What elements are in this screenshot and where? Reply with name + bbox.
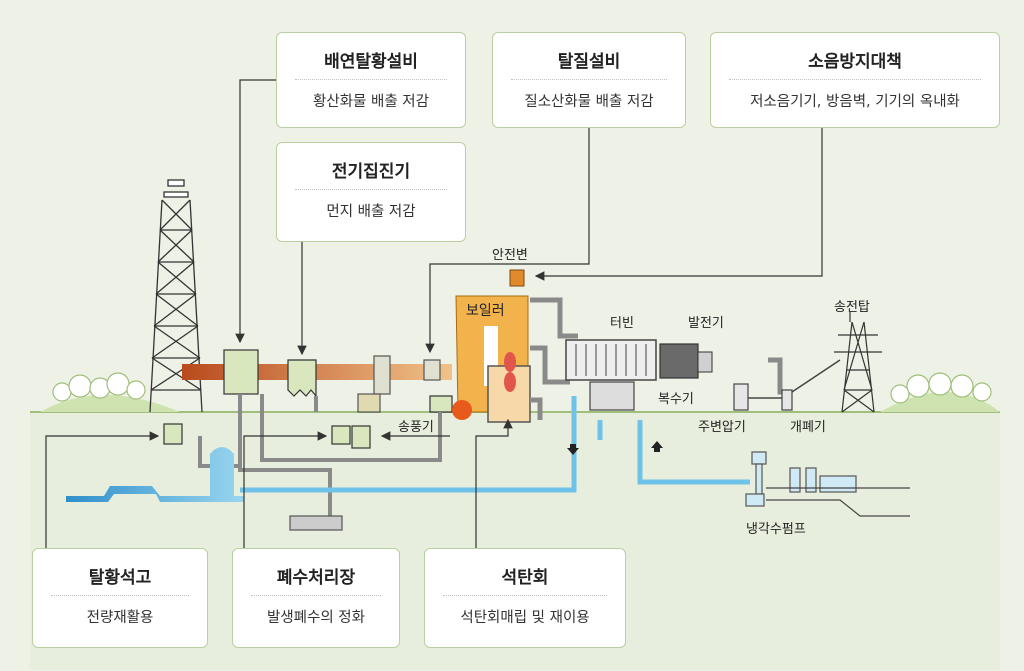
label-transmission-tower: 송전탑: [834, 300, 870, 315]
label-generator: 발전기: [688, 316, 724, 331]
callout-divider: [251, 595, 381, 596]
gypsum-tank: [163, 423, 183, 445]
label-turbine: 터빈: [610, 316, 634, 331]
label-blower: 송풍기: [398, 420, 434, 435]
trees-left: [52, 372, 146, 402]
water-channel: [66, 447, 244, 502]
steam-pipes: [530, 297, 790, 420]
callout-desc: 저소음기기, 방음벽, 기기의 옥내화: [750, 94, 960, 110]
callout-title: 탈황석고: [88, 568, 152, 588]
callout-title: 석탄회: [501, 568, 549, 588]
callout-electrostatic-precipitator: 전기집진기 먼지 배출 저감: [276, 142, 466, 242]
callout-desc: 질소산화물 배출 저감: [524, 94, 654, 110]
esp-unit: [287, 359, 317, 398]
cooling-pump-structure: [745, 451, 857, 507]
label-cooling-pump: 냉각수펌프: [746, 522, 806, 537]
hill-left: [40, 395, 180, 412]
callout-title: 소음방지대책: [808, 52, 902, 72]
callout-coal-ash: 석탄회 석탄회매립 및 재이용: [424, 548, 626, 648]
flue-duct: [182, 364, 452, 380]
callout-divider: [295, 189, 447, 190]
callout-desc: 황산화물 배출 저감: [313, 94, 429, 110]
callout-title: 탈질설비: [557, 52, 621, 72]
callout-desc: 발생폐수의 정화: [267, 610, 365, 626]
label-boiler: 보일러: [466, 303, 505, 319]
callout-divider: [443, 595, 607, 596]
chimney-tower: [149, 179, 203, 413]
transmission-tower-shape: [834, 321, 882, 413]
trees-right: [890, 372, 992, 404]
callout-divider: [511, 79, 667, 80]
fgd-unit: [223, 349, 259, 395]
callout-desc: 석탄회매립 및 재이용: [460, 610, 590, 626]
hill-right: [880, 392, 1000, 412]
callout-flue-gas-desulfurization: 배연탈황설비 황산화물 배출 저감: [276, 32, 466, 128]
generator-exciter: [697, 351, 713, 373]
flame-lower: [504, 372, 516, 392]
switchgear-body: [781, 389, 793, 411]
flow-up-arrow: [651, 441, 663, 452]
cooling-water-pipes: [240, 396, 750, 493]
generator-body: [659, 343, 699, 379]
label-main-transformer: 주변압기: [698, 420, 746, 435]
label-switchgear: 개폐기: [790, 420, 826, 435]
callout-denitrification: 탈질설비 질소산화물 배출 저감: [492, 32, 686, 128]
duct-support: [357, 393, 381, 413]
callout-wastewater: 폐수처리장 발생폐수의 정화: [232, 548, 400, 648]
ash-tank-left: [331, 425, 351, 445]
power-line: [748, 359, 841, 399]
turbine-blades: [575, 344, 647, 376]
main-transformer-body: [733, 383, 749, 411]
turbine-casing: [565, 339, 657, 381]
wastewater-tank: [289, 515, 343, 531]
blower-unit: [429, 395, 453, 413]
flow-down-arrow: [567, 444, 579, 455]
safety-valve-shape: [509, 269, 525, 287]
label-condenser: 복수기: [658, 392, 694, 407]
callout-desc: 전량재활용: [86, 610, 154, 626]
leader-lines: [45, 79, 851, 548]
callout-desc: 먼지 배출 저감: [326, 204, 416, 220]
label-safety-valve: 안전변: [492, 248, 528, 263]
flame-upper: [504, 352, 516, 372]
denitrification-unit: [423, 359, 441, 381]
callout-gypsum: 탈황석고 전량재활용: [32, 548, 208, 648]
burner-fire: [452, 400, 472, 420]
callout-title: 폐수처리장: [276, 568, 356, 588]
callout-title: 전기집진기: [331, 162, 411, 182]
callout-divider: [295, 79, 447, 80]
condenser-body: [589, 381, 635, 411]
callout-noise-prevention: 소음방지대책 저소음기기, 방음벽, 기기의 옥내화: [710, 32, 1000, 128]
callout-divider: [51, 595, 189, 596]
callout-title: 배연탈황설비: [324, 52, 418, 72]
callout-divider: [729, 79, 981, 80]
sea-lines: [766, 487, 910, 517]
ash-tank-right: [351, 425, 371, 449]
duct-cylinder: [373, 355, 391, 395]
